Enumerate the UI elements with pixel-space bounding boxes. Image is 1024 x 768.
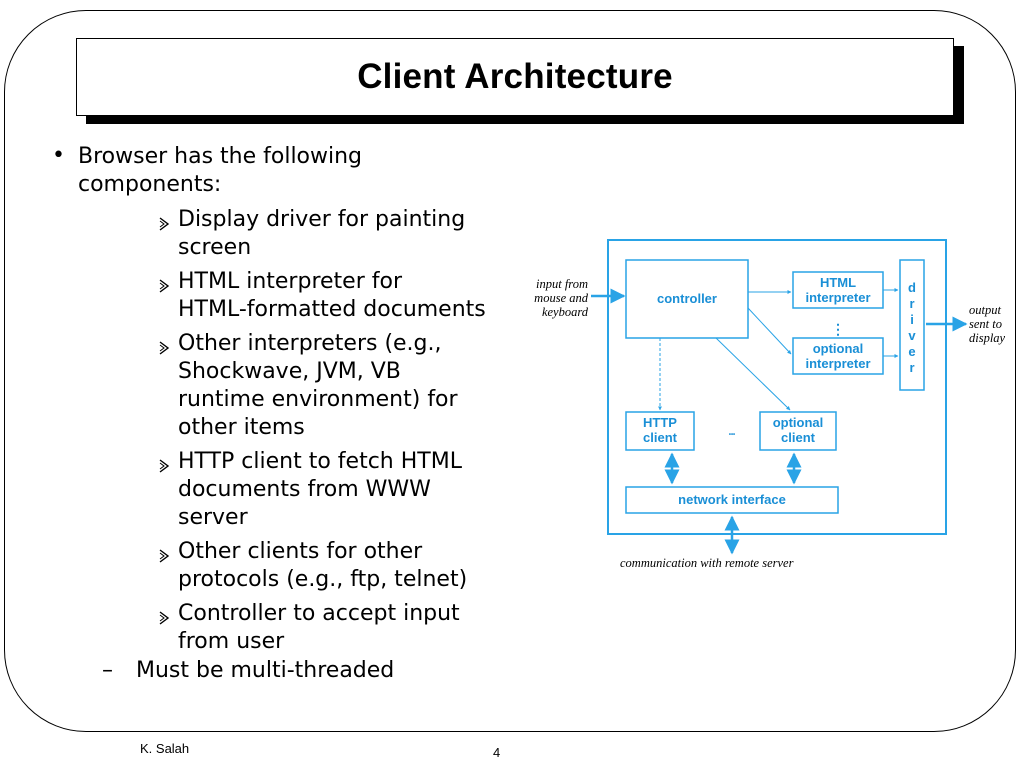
component-item-line: runtime environment) for bbox=[178, 387, 458, 412]
component-item-line: Display driver for painting bbox=[178, 207, 466, 232]
http-client-box bbox=[625, 411, 695, 451]
optional-client-box bbox=[759, 411, 837, 451]
optional-client-label-2: client bbox=[781, 430, 816, 445]
component-item-line: Shockwave, JVM, VB bbox=[178, 359, 401, 384]
component-item-line: Controller to accept input bbox=[178, 601, 460, 626]
slide-title: Client Architecture bbox=[357, 57, 673, 96]
output-label-line-2: sent to bbox=[969, 317, 1002, 331]
optional-interpreter-label-1: optional bbox=[813, 341, 864, 356]
dash-item-text: Must be multi-threaded bbox=[136, 658, 395, 683]
input-label-line-2: mouse and bbox=[534, 291, 589, 305]
arrow-controller-optional-interpreter bbox=[747, 307, 792, 355]
controller-box bbox=[625, 259, 749, 339]
page-number: 4 bbox=[493, 745, 501, 760]
component-item-line: server bbox=[178, 505, 248, 530]
component-item: Other interpreters (e.g., Shockwave, JVM,… bbox=[158, 330, 528, 442]
component-item-line: Other interpreters (e.g., bbox=[178, 331, 442, 356]
main-bullet-text: Browser has the following components: bbox=[78, 144, 363, 197]
component-item-line: protocols (e.g., ftp, telnet) bbox=[178, 567, 468, 592]
slide-frame bbox=[4, 10, 1016, 732]
driver-letter-4: v bbox=[908, 328, 916, 343]
client-ellipsis: ••• bbox=[729, 432, 735, 438]
component-item: Display driver for painting screen bbox=[158, 206, 528, 262]
component-item-line: HTML interpreter for bbox=[178, 269, 402, 294]
component-item-line: HTTP client to fetch HTML bbox=[178, 449, 462, 474]
input-label: input from mouse and keyboard bbox=[534, 277, 589, 319]
client-architecture-diagram: input from mouse and keyboard controller… bbox=[534, 239, 1006, 570]
html-interpreter-label-1: HTML bbox=[820, 275, 856, 290]
http-client-label-2: client bbox=[643, 430, 678, 445]
component-item: Controller to accept input from user bbox=[158, 600, 528, 656]
output-label-line-3: display bbox=[969, 331, 1006, 345]
bullet-dot-icon: • bbox=[52, 143, 65, 168]
driver-letter-2: r bbox=[909, 296, 914, 311]
arrow-bullet-icon bbox=[158, 453, 170, 473]
component-item-line: HTML-formatted documents bbox=[178, 297, 486, 322]
arrow-bullet-icon bbox=[158, 273, 170, 293]
driver-letter-1: d bbox=[908, 280, 916, 295]
arrow-bullet-icon bbox=[158, 543, 170, 563]
http-client-label-1: HTTP bbox=[643, 415, 677, 430]
arrow-bullet-icon bbox=[158, 605, 170, 625]
dash-item: –Must be multi-threaded bbox=[102, 657, 394, 685]
component-item-line: documents from WWW bbox=[178, 477, 431, 502]
optional-client-label-1: optional bbox=[773, 415, 824, 430]
input-label-line-1: input from bbox=[536, 277, 588, 291]
driver-letter-5: e bbox=[908, 344, 915, 359]
output-label: output sent to display bbox=[969, 303, 1006, 345]
controller-label: controller bbox=[657, 291, 717, 306]
arrow-bullet-icon bbox=[158, 335, 170, 355]
dash-marker: – bbox=[102, 658, 113, 683]
html-interpreter-label-2: interpreter bbox=[805, 290, 870, 305]
network-interface-box bbox=[625, 486, 839, 514]
driver-letter-6: r bbox=[909, 360, 914, 375]
component-item: HTTP client to fetch HTML documents from … bbox=[158, 448, 528, 532]
component-item-line: screen bbox=[178, 235, 252, 260]
component-item-line: other items bbox=[178, 415, 305, 440]
input-label-line-3: keyboard bbox=[542, 305, 589, 319]
arrow-controller-optional-client bbox=[715, 337, 791, 411]
arrow-bullet-icon bbox=[158, 211, 170, 231]
interpreter-ellipsis: ⋮ bbox=[831, 321, 845, 337]
browser-boundary bbox=[607, 239, 947, 535]
footer-author: K. Salah bbox=[140, 741, 190, 756]
driver-box bbox=[899, 259, 925, 391]
network-interface-label: network interface bbox=[678, 492, 786, 507]
output-label-line-1: output bbox=[969, 303, 1001, 317]
component-item: Other clients for other protocols (e.g., … bbox=[158, 538, 528, 594]
driver-label: d r i v e r bbox=[908, 280, 916, 375]
communication-label: communication with remote server bbox=[620, 556, 794, 570]
title-box: Client Architecture bbox=[76, 38, 954, 116]
component-item-line: from user bbox=[178, 629, 285, 654]
component-item-line: Other clients for other bbox=[178, 539, 423, 564]
driver-letter-3: i bbox=[910, 312, 914, 327]
optional-interpreter-label-2: interpreter bbox=[805, 356, 870, 371]
